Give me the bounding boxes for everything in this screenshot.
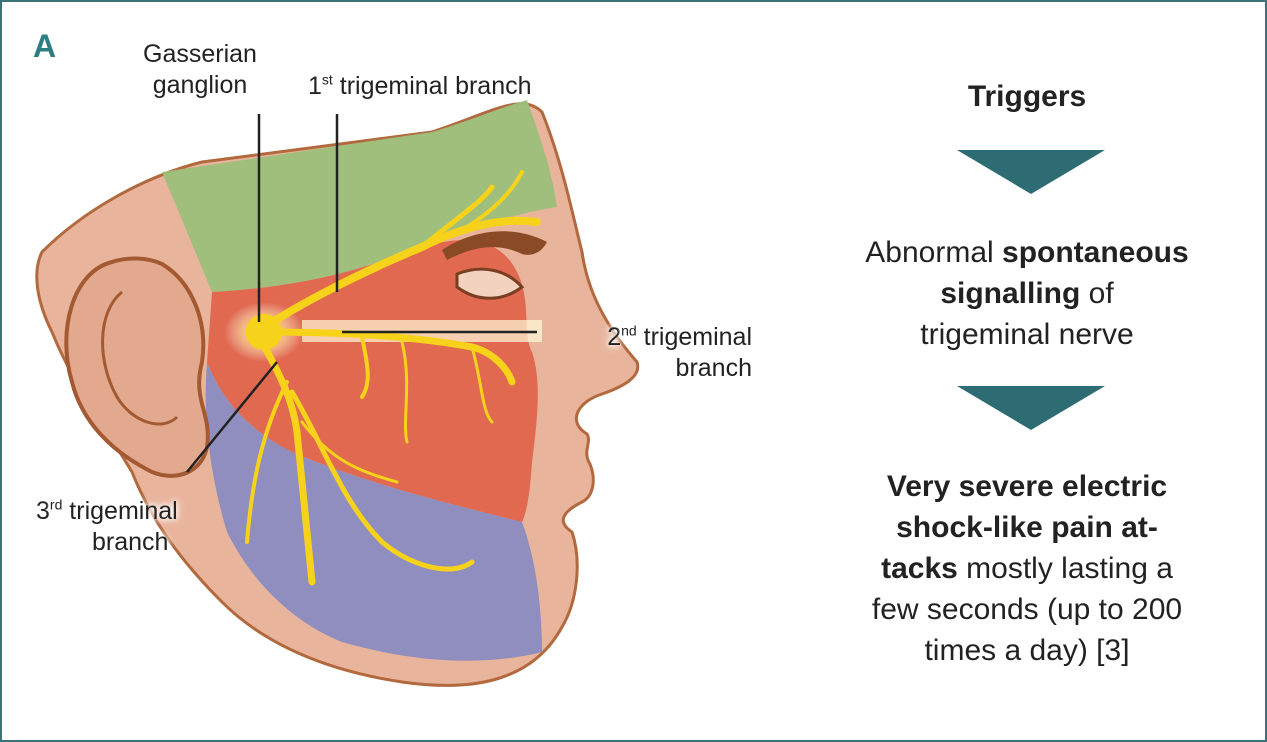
label-gasserian-line2: ganglion [153,71,248,99]
label-first-branch: 1st trigeminal branch [308,71,532,102]
abnormal-bold-1: spontaneous [1002,236,1189,269]
pain-bold-3: tacks [881,552,958,585]
pain-line-5: few seconds (up to 200 [872,593,1182,626]
label-third-branch: 3rd trigeminal branch [36,496,246,558]
ear [66,258,208,475]
label-gasserian-ganglion: Gasserian ganglion [120,39,280,101]
pain-bold-2: shock-like pain at- [896,511,1158,544]
pain-post: mostly lasting a [958,552,1173,585]
third-branch-text: trigeminal [62,497,177,525]
down-triangle-arrow-icon [957,150,1105,194]
abnormal-signalling-text: Abnormal spontaneous signalling of trige… [802,232,1252,355]
first-branch-text: trigeminal branch [333,72,532,100]
pain-bold-1: Very severe electric [887,470,1167,503]
third-branch-num: 3 [36,497,50,525]
third-branch-line2: branch [36,527,168,558]
third-branch-sup: rd [50,497,62,513]
label-gasserian-line1: Gasserian [143,40,257,68]
abnormal-bold-2: signalling [940,277,1080,310]
triggers-heading: Triggers [802,76,1252,117]
first-branch-sup: st [322,72,333,88]
second-branch-line2: branch [676,354,752,382]
second-branch-num: 2 [607,323,621,351]
second-branch-sup: nd [621,323,637,339]
first-branch-num: 1 [308,72,322,100]
abnormal-pre: Abnormal [865,236,1002,269]
abnormal-post: of [1080,277,1113,310]
second-branch-text: trigeminal [637,323,752,351]
pain-line-6: times a day) [3] [924,634,1129,667]
panel-letter: A [33,28,56,65]
pain-attacks-text: Very severe electric shock-like pain at-… [802,466,1252,671]
down-triangle-arrow-icon [957,386,1105,430]
label-second-branch: 2nd trigeminal branch [542,322,752,384]
abnormal-line-3: trigeminal nerve [920,318,1133,351]
